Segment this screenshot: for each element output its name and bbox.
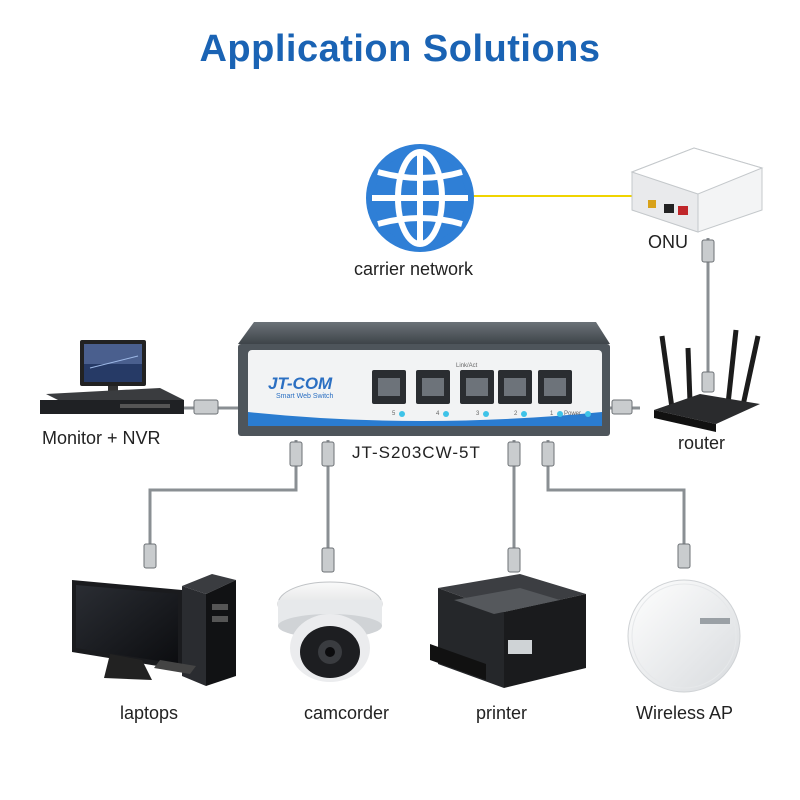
connector-icon [321,547,335,573]
router-device-icon [654,329,761,432]
port-number: 3 [476,411,480,417]
camcorder-label: camcorder [304,703,390,723]
network-switch-icon [238,322,610,436]
laptops-label: laptops [120,703,179,723]
connector-icon [193,399,219,415]
port-number: 1 [550,411,554,417]
port-number: 4 [436,411,440,417]
cable-laptops [148,440,298,560]
power-label: Power [564,411,582,417]
connectors [143,239,715,573]
page-title: Application Solutions [199,28,601,70]
connector-icon [701,371,715,393]
connector-icon [701,239,715,263]
printer-label: printer [476,703,528,723]
connector-icon [289,441,303,467]
port-number: 2 [514,411,518,417]
port-number: 5 [392,411,396,417]
cable-wireless-ap [546,440,686,562]
switch-brand: JT-COM [268,374,333,393]
monitor-nvr-label: Monitor + NVR [42,428,161,448]
connector-icon [677,543,691,569]
connector-icon [143,543,157,569]
dome-camera-icon [277,581,383,682]
connector-icon [507,547,521,573]
connector-icon [507,441,521,467]
switch-model-label: JT-S203CW-5T [352,443,481,462]
printer-icon [430,574,586,688]
onu-label: ONU [648,232,688,252]
connector-icon [611,399,633,415]
switch-subtitle: Smart Web Switch [276,393,334,400]
link-act-label: Link/Act [456,363,478,369]
connector-icon [541,441,555,467]
wireless-ap-label: Wireless AP [636,703,734,723]
monitor-nvr-icon [40,340,184,414]
desktop-computer-icon [72,574,236,686]
connector-icon [321,441,335,467]
onu-device-icon [630,147,764,233]
carrier-network-label: carrier network [354,259,474,279]
router-label: router [678,433,726,453]
globe-icon [366,144,474,252]
wireless-ap-icon [627,579,741,693]
